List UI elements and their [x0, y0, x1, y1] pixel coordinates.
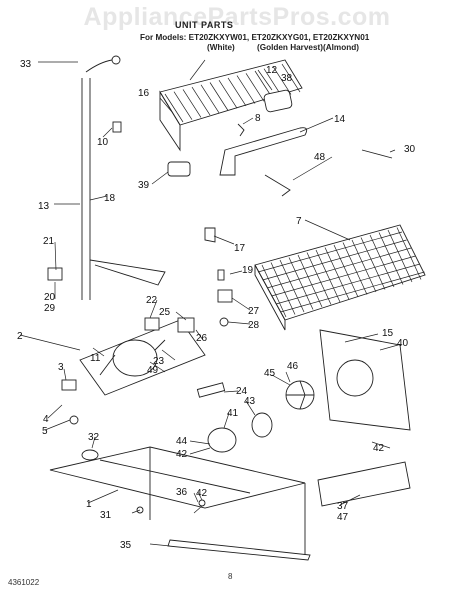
defrost-heater	[219, 127, 308, 176]
callout-number: 1	[86, 499, 92, 510]
callout-number: 43	[244, 396, 256, 407]
callout-number: 16	[138, 88, 150, 99]
callout-number: 42	[373, 443, 385, 454]
callout-number: 12	[266, 65, 278, 76]
callout-number: 23	[153, 356, 165, 367]
callout-number: 10	[97, 137, 109, 148]
motor-bracket	[207, 427, 237, 453]
part-29	[217, 269, 225, 281]
callout-number: 49	[147, 365, 159, 376]
part-8	[237, 123, 245, 137]
callout-number: 44	[176, 436, 188, 447]
callout-number: 28	[248, 320, 260, 331]
callout-number: 31	[100, 510, 112, 521]
part-35	[167, 539, 311, 561]
part-27	[217, 289, 233, 303]
callout-number: 20	[44, 292, 56, 303]
callout-number: 3	[58, 362, 64, 373]
callout-number: 29	[44, 303, 56, 314]
callout-number: 2	[17, 331, 23, 342]
callout-number: 35	[120, 540, 132, 551]
callout-number: 26	[196, 333, 208, 344]
callout-number: 19	[242, 265, 254, 276]
callout-number: 24	[236, 386, 248, 397]
fan-shroud	[319, 329, 411, 431]
callout-number: 11	[90, 353, 101, 364]
callout-number: 46	[287, 361, 299, 372]
callout-number: 40	[397, 338, 409, 349]
callout-number: 39	[138, 180, 150, 191]
callout-number: 42	[196, 488, 208, 499]
page-number: 8	[228, 572, 233, 581]
drain-pan	[317, 461, 411, 507]
callout-number: 30	[404, 144, 416, 155]
callout-number: 4	[43, 414, 49, 425]
callout-number: 27	[248, 306, 260, 317]
callout-number: 37	[337, 501, 349, 512]
part-28	[219, 317, 229, 327]
evaporator-coil	[254, 224, 426, 331]
diagram-title: UNIT PARTS	[175, 20, 234, 30]
part-25	[177, 317, 195, 333]
callout-number: 22	[146, 295, 158, 306]
callout-number: 18	[104, 193, 116, 204]
part-38	[263, 89, 293, 113]
part-22	[144, 317, 160, 331]
callout-number: 7	[296, 216, 302, 227]
part-32	[81, 449, 99, 461]
callout-number: 41	[227, 408, 239, 419]
fan-motor	[251, 412, 273, 438]
part-5	[69, 415, 79, 425]
callout-number: 13	[38, 201, 50, 212]
callout-number: 36	[176, 487, 188, 498]
callout-number: 15	[382, 328, 394, 339]
part-30	[361, 149, 393, 159]
watermark-text: AppliancePartsPros.com	[83, 3, 391, 31]
part-48	[264, 174, 291, 197]
callout-number: 5	[42, 426, 48, 437]
callout-number: 21	[43, 236, 55, 247]
callout-number: 45	[264, 368, 276, 379]
part-39	[167, 161, 191, 177]
callout-number: 25	[159, 307, 171, 318]
part-10	[112, 121, 122, 133]
doc-number: 4361022	[8, 578, 40, 587]
part-17	[204, 227, 216, 243]
callout-number: 38	[281, 73, 293, 84]
callout-number: 48	[314, 152, 326, 163]
capillary-tube	[81, 55, 166, 300]
color-white-label: (White)	[207, 43, 235, 52]
callout-number: 47	[337, 512, 349, 523]
color-almond-label: (Almond)	[323, 43, 359, 52]
part-24	[196, 382, 226, 398]
callout-number: 8	[255, 113, 261, 124]
callout-number: 32	[88, 432, 100, 443]
callout-number: 42	[176, 449, 188, 460]
compressor-base	[79, 319, 206, 396]
callout-number: 33	[20, 59, 32, 70]
part-3	[61, 379, 77, 391]
callout-number: 14	[334, 114, 346, 125]
color-golden-label: (Golden Harvest)	[257, 43, 323, 52]
callout-number: 17	[234, 243, 246, 254]
part-19	[47, 267, 63, 281]
models-line: For Models: ET20ZKXYW01, ET20ZKXYG01, ET…	[140, 33, 370, 42]
